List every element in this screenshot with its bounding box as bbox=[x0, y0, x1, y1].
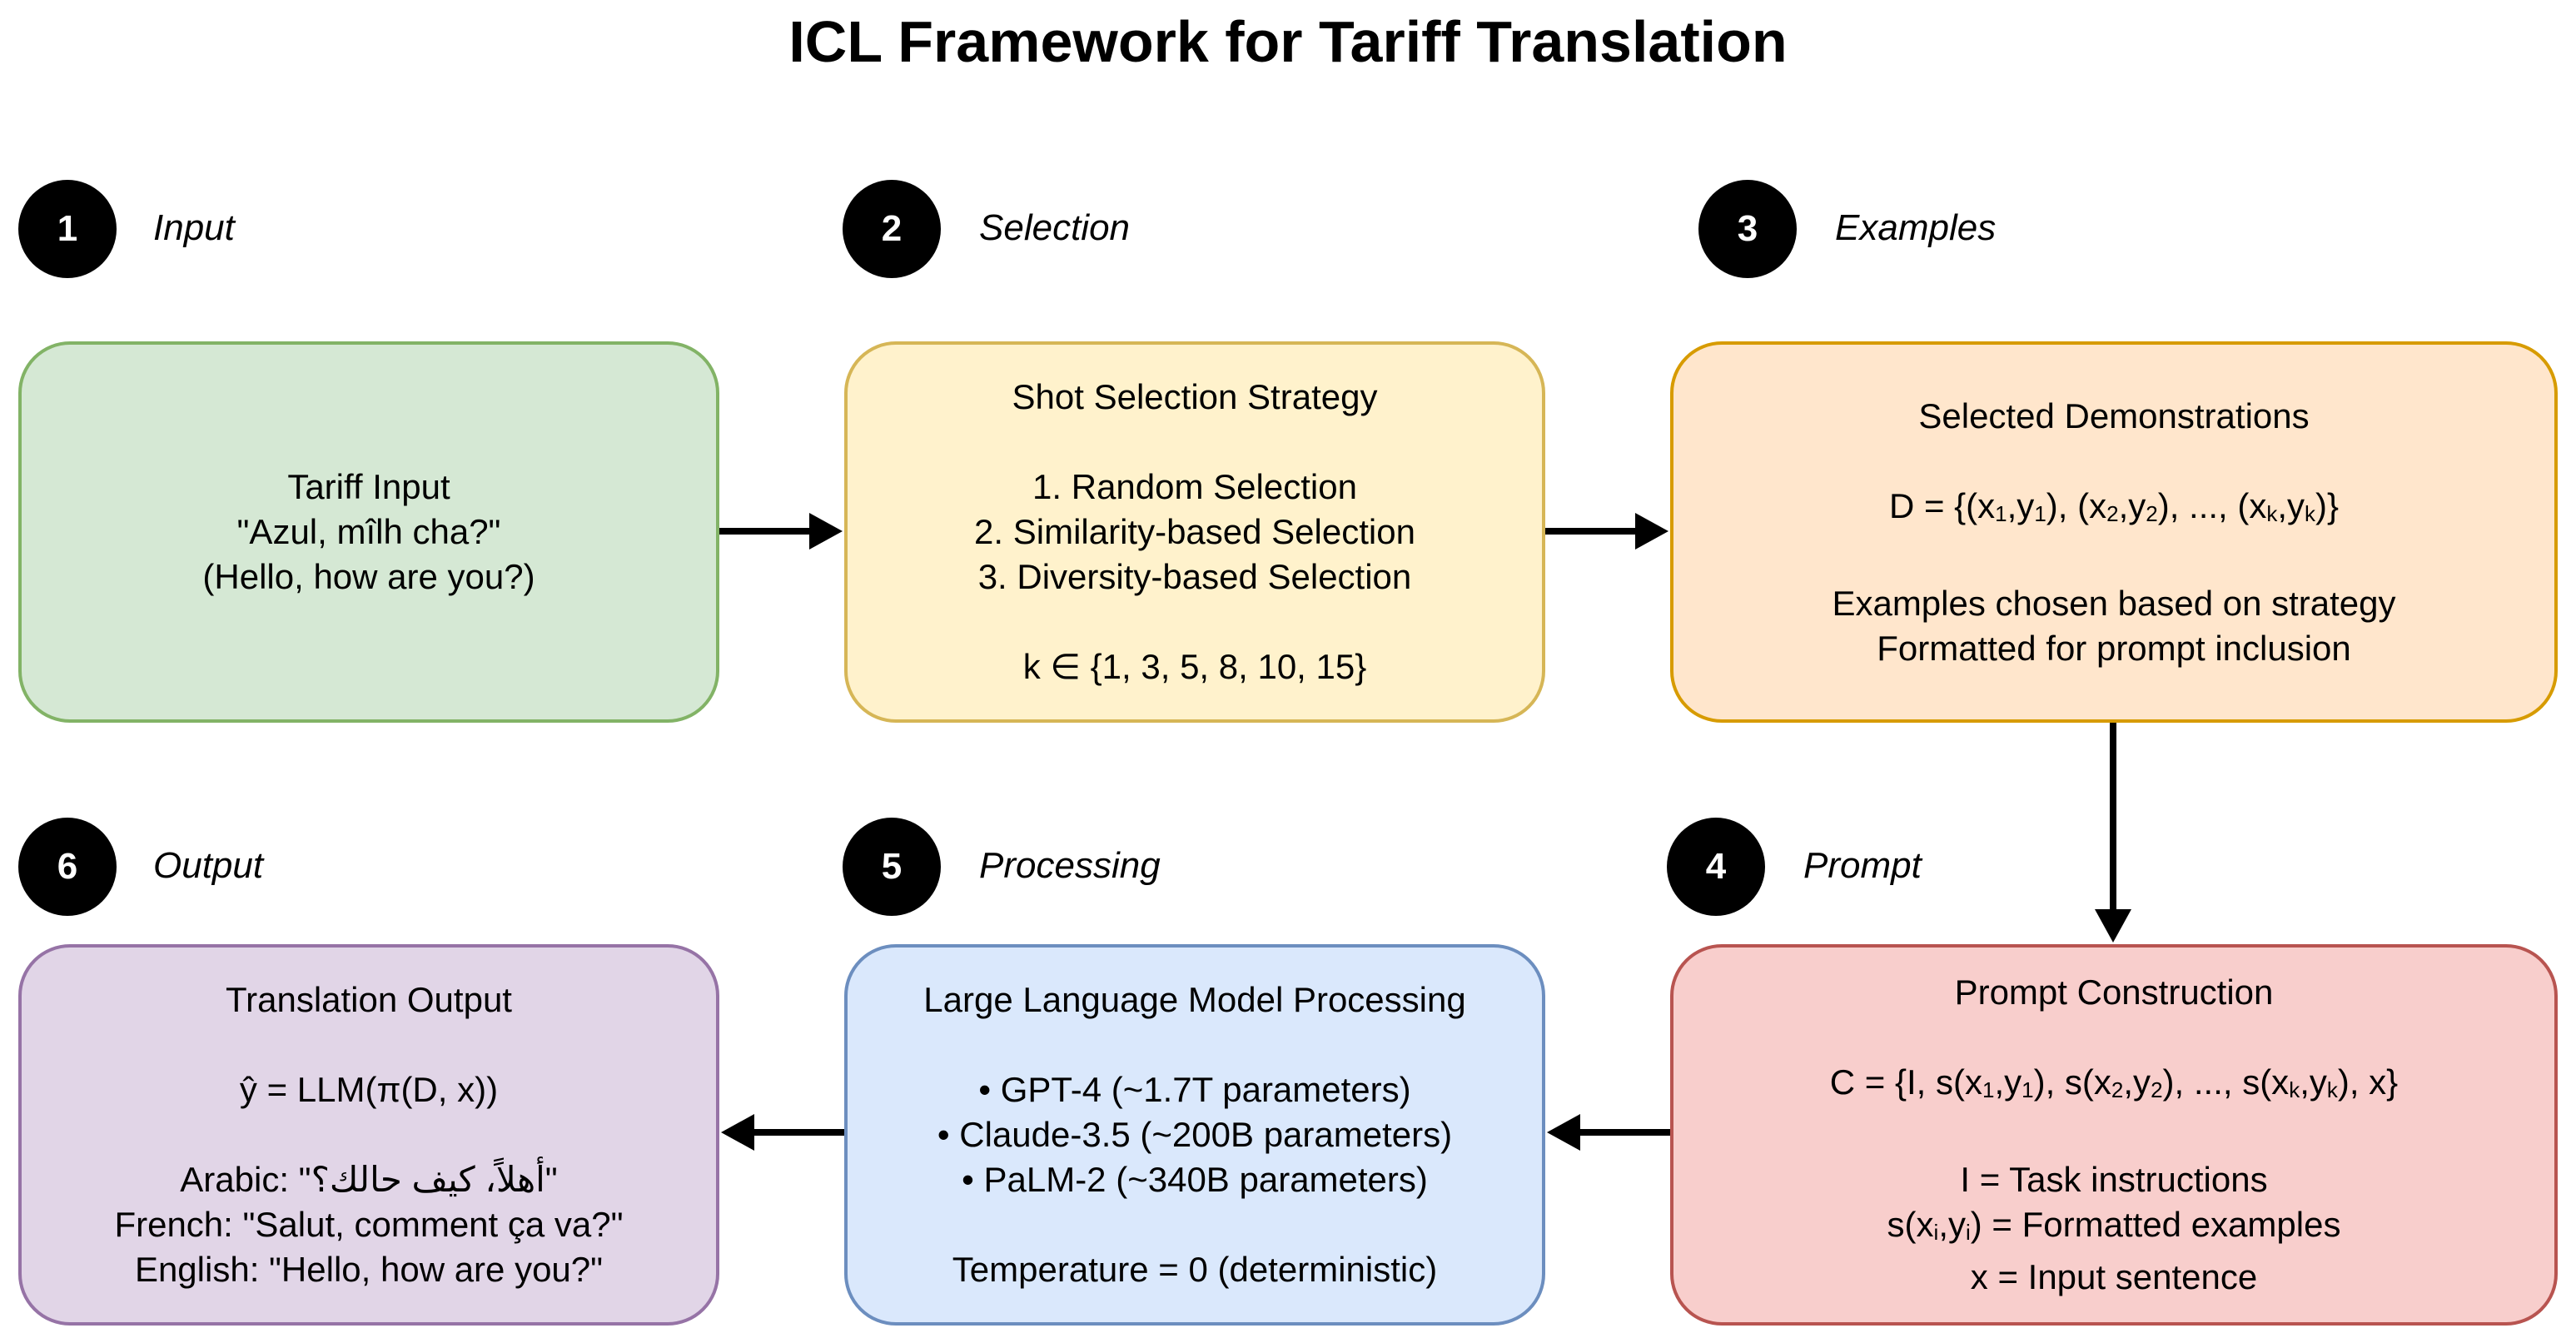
examples-note-strategy: Examples chosen based on strategy bbox=[1832, 583, 2396, 623]
prompt-heading: Prompt Construction bbox=[1954, 972, 2274, 1012]
prompt-def-input: x = Input sentence bbox=[1970, 1257, 2258, 1296]
arrowhead-selection bbox=[809, 513, 843, 550]
input-gloss: (Hello, how are you?) bbox=[202, 557, 535, 596]
step-6-badge: 6 bbox=[18, 818, 117, 916]
step-2-label: Selection bbox=[979, 207, 1131, 248]
prompt-formula: C = {I, s(x1,y1), s(x2,y2), ..., s(xk,yk… bbox=[1829, 1062, 2399, 1102]
input-box: Tariff Input "Azul, mîlh cha?" (Hello, h… bbox=[18, 341, 719, 723]
examples-note-format: Formatted for prompt inclusion bbox=[1877, 628, 2351, 668]
examples-heading: Selected Demonstrations bbox=[1918, 395, 2310, 435]
output-arabic: Arabic: "أهلاً، كيف حالك؟" bbox=[180, 1160, 558, 1199]
output-heading: Translation Output bbox=[226, 980, 512, 1019]
step-1-label: Input bbox=[153, 207, 235, 248]
output-english: English: "Hello, how are you?" bbox=[134, 1250, 604, 1289]
processing-heading: Large Language Model Processing bbox=[923, 980, 1466, 1019]
examples-box: Selected Demonstrations D = {(x1,y1), (x… bbox=[1670, 341, 2558, 723]
step-3-badge: 3 bbox=[1698, 180, 1797, 278]
selection-box: Shot Selection Strategy 1. Random Select… bbox=[844, 341, 1545, 723]
arrowhead-output bbox=[721, 1114, 754, 1151]
selection-item-random: 1. Random Selection bbox=[1032, 467, 1357, 506]
selection-heading: Shot Selection Strategy bbox=[1012, 377, 1378, 416]
examples-set-formula: D = {(x1,y1), (x2,y2), ..., (xk,yk)} bbox=[1888, 485, 2340, 526]
input-heading: Tariff Input bbox=[287, 467, 450, 506]
output-box: Translation Output ŷ = LLM(π(D, x)) Arab… bbox=[18, 944, 719, 1326]
processing-model-palm: • PaLM-2 (~340B parameters) bbox=[962, 1160, 1428, 1199]
step-4-badge: 4 bbox=[1667, 818, 1765, 916]
arrowhead-prompt bbox=[2095, 909, 2131, 943]
arrowhead-processing bbox=[1547, 1114, 1580, 1151]
processing-box: Large Language Model Processing • GPT-4 … bbox=[844, 944, 1545, 1326]
selection-item-diversity: 3. Diversity-based Selection bbox=[977, 557, 1412, 596]
prompt-def-examples: s(xi,yi) = Formatted examples bbox=[1887, 1205, 2341, 1245]
step-5-label: Processing bbox=[979, 845, 1161, 886]
output-french: French: "Salut, comment ça va?" bbox=[114, 1205, 624, 1244]
prompt-def-instructions: I = Task instructions bbox=[1960, 1160, 2268, 1199]
input-source-text: "Azul, mîlh cha?" bbox=[236, 512, 501, 551]
step-6-label: Output bbox=[153, 845, 264, 886]
arrowhead-examples bbox=[1635, 513, 1668, 550]
diagram-title: ICL Framework for Tariff Translation bbox=[788, 9, 1788, 74]
selection-k-values: k ∈ {1, 3, 5, 8, 10, 15} bbox=[1022, 647, 1367, 686]
processing-model-claude: • Claude-3.5 (~200B parameters) bbox=[937, 1115, 1453, 1154]
processing-model-gpt4: • GPT-4 (~1.7T parameters) bbox=[978, 1070, 1411, 1109]
selection-item-similarity: 2. Similarity-based Selection bbox=[974, 512, 1415, 551]
step-3-label: Examples bbox=[1835, 207, 1997, 248]
step-4-label: Prompt bbox=[1803, 845, 1922, 886]
step-1-badge: 1 bbox=[18, 180, 117, 278]
step-2-badge: 2 bbox=[843, 180, 941, 278]
processing-temperature: Temperature = 0 (deterministic) bbox=[952, 1250, 1438, 1289]
output-formula: ŷ = LLM(π(D, x)) bbox=[239, 1070, 499, 1109]
step-5-badge: 5 bbox=[843, 818, 941, 916]
prompt-box: Prompt Construction C = {I, s(x1,y1), s(… bbox=[1670, 944, 2558, 1326]
